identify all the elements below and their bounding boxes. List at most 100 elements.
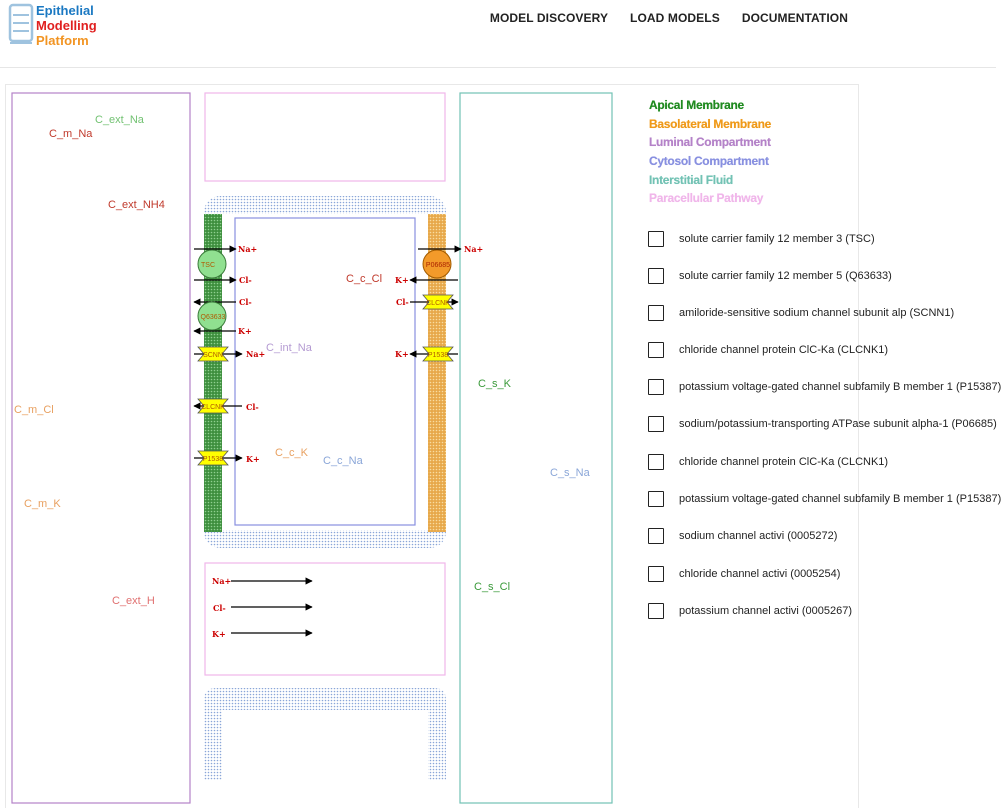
- transporter-p06685[interactable]: P06685: [422, 249, 452, 279]
- protein-label: sodium/potassium-transporting ATPase sub…: [679, 418, 997, 430]
- legend-apical-membrane: Apical Membrane: [649, 98, 744, 112]
- protein-checkbox[interactable]: [648, 416, 664, 432]
- var-c-m-k: C_m_K: [24, 498, 61, 510]
- protein-checkbox[interactable]: [648, 268, 664, 284]
- protein-row[interactable]: chloride channel protein ClC-Ka (CLCNK1): [648, 340, 888, 360]
- ion-label: Cl-: [396, 297, 409, 307]
- var-c-c-na: C_c_Na: [323, 455, 364, 467]
- logo-line-1: Epithelial: [36, 3, 94, 18]
- transporter-label: TSC: [201, 262, 215, 269]
- protein-checkbox[interactable]: [648, 491, 664, 507]
- ion-label: Na+: [464, 244, 483, 254]
- protein-checkbox[interactable]: [648, 231, 664, 247]
- protein-checkbox[interactable]: [648, 454, 664, 470]
- var-c-c-k: C_c_K: [275, 447, 309, 459]
- legend-luminal-compartment: Luminal Compartment: [649, 135, 771, 150]
- logo-line-2: Modelling: [36, 18, 97, 33]
- ion-label: K+: [395, 349, 409, 359]
- protein-row[interactable]: chloride channel activi (0005254): [648, 564, 840, 584]
- protein-row[interactable]: potassium voltage-gated channel subfamil…: [648, 377, 1001, 397]
- protein-checkbox[interactable]: [648, 566, 664, 582]
- interstitial-compartment: [459, 92, 613, 804]
- protein-row[interactable]: potassium channel activi (0005267): [648, 601, 852, 621]
- luminal-compartment: [11, 92, 191, 804]
- neighbour-cell: [204, 688, 446, 780]
- channel-label: SCNN: [203, 352, 223, 359]
- channel-label: CLCNK: [201, 404, 225, 411]
- protein-row[interactable]: amiloride-sensitive sodium channel subun…: [648, 303, 954, 323]
- protein-label: solute carrier family 12 member 3 (TSC): [679, 233, 875, 245]
- header: Epithelial Modelling Platform MODEL DISC…: [0, 0, 996, 68]
- transporter-q63633[interactable]: Q63633: [197, 301, 227, 331]
- channel-clcnk-apical[interactable]: CLCNK: [197, 398, 229, 414]
- transporter-tsc[interactable]: TSC: [197, 249, 227, 279]
- legend-cytosol-compartment: Cytosol Compartment: [649, 154, 769, 169]
- protein-label: potassium voltage-gated channel subfamil…: [679, 381, 1001, 393]
- protein-label: solute carrier family 12 member 5 (Q6363…: [679, 270, 892, 282]
- cytosol-background: [222, 214, 428, 530]
- channel-label: P1538: [428, 352, 448, 359]
- protein-checkbox[interactable]: [648, 379, 664, 395]
- var-c-s-cl: C_s_Cl: [474, 581, 510, 593]
- protein-row[interactable]: potassium voltage-gated channel subfamil…: [648, 489, 1001, 509]
- var-c-s-k: C_s_K: [478, 378, 512, 390]
- protein-label: amiloride-sensitive sodium channel subun…: [679, 307, 955, 319]
- protein-row[interactable]: sodium channel activi (0005272): [648, 526, 837, 546]
- ion-label: Na+: [212, 576, 231, 586]
- logo-line-3: Platform: [36, 33, 89, 48]
- var-c-c-cl: C_c_Cl: [346, 273, 382, 285]
- ion-label: Cl-: [239, 297, 252, 307]
- nav-documentation[interactable]: DOCUMENTATION: [741, 11, 848, 25]
- protein-row[interactable]: solute carrier family 12 member 5 (Q6363…: [648, 266, 892, 286]
- channel-label: P1538: [203, 456, 223, 463]
- basolateral-membrane: [428, 214, 446, 532]
- protein-checkbox[interactable]: [648, 528, 664, 544]
- main-panel: [5, 84, 859, 808]
- var-c-s-na: C_s_Na: [550, 467, 591, 479]
- ion-label: K+: [395, 275, 409, 285]
- ion-label: K+: [246, 454, 260, 464]
- paracellular-pathway-top: [204, 92, 446, 182]
- var-c-ext-h: C_ext_H: [112, 595, 155, 607]
- channel-p15387-basolateral[interactable]: P1538: [422, 346, 454, 362]
- protein-label: sodium channel activi (0005272): [679, 530, 838, 542]
- nav-model-discovery[interactable]: MODEL DISCOVERY: [489, 11, 609, 25]
- protein-label: chloride channel activi (0005254): [679, 568, 841, 580]
- protein-row[interactable]: sodium/potassium-transporting ATPase sub…: [648, 414, 997, 434]
- protein-checkbox[interactable]: [648, 342, 664, 358]
- logo-icon: [8, 3, 34, 44]
- channel-label: CLCNK: [426, 300, 450, 307]
- nav-menu: MODEL DISCOVERY LOAD MODELS DOCUMENTATIO…: [490, 11, 848, 25]
- protein-label: chloride channel protein ClC-Ka (CLCNK1): [679, 456, 889, 468]
- ion-label: Na+: [246, 349, 265, 359]
- protein-label: potassium channel activi (0005267): [679, 605, 853, 617]
- channel-clcnk-basolateral[interactable]: CLCNK: [422, 294, 454, 310]
- nav-load-models[interactable]: LOAD MODELS: [630, 11, 720, 25]
- var-c-m-cl: C_m_Cl: [14, 404, 54, 416]
- var-c-ext-na: C_ext_Na: [95, 114, 145, 126]
- transporter-label: Q63633: [201, 314, 226, 321]
- logo-text: Epithelial Modelling Platform: [36, 3, 97, 48]
- protein-checkbox[interactable]: [648, 305, 664, 321]
- protein-label: potassium voltage-gated channel subfamil…: [679, 493, 1001, 505]
- transporter-label: P06685: [426, 262, 450, 269]
- logo[interactable]: Epithelial Modelling Platform: [8, 3, 128, 48]
- var-c-int-na: C_int_Na: [266, 342, 313, 354]
- var-c-ext-nh4: C_ext_NH4: [108, 199, 165, 211]
- protein-label: chloride channel protein ClC-Ka (CLCNK1): [679, 344, 889, 356]
- protein-checkbox[interactable]: [648, 603, 664, 619]
- paracellular-pathway-bottom: [204, 562, 446, 676]
- legend-basolateral-membrane: Basolateral Membrane: [649, 116, 772, 131]
- legend-paracellular-pathway: Paracellular Pathway: [649, 191, 764, 206]
- channel-p15387-apical[interactable]: P1538: [197, 450, 229, 466]
- channel-scnn[interactable]: SCNN: [197, 346, 229, 362]
- protein-row[interactable]: solute carrier family 12 member 3 (TSC): [648, 229, 875, 249]
- protein-row[interactable]: chloride channel protein ClC-Ka (CLCNK1): [648, 452, 888, 472]
- var-c-m-na: C_m_Na: [49, 128, 93, 140]
- ion-label: K+: [212, 629, 226, 639]
- ion-label: Cl-: [246, 402, 259, 412]
- ion-label: Cl-: [239, 275, 252, 285]
- legend: Apical Membrane Basolateral Membrane Lum…: [649, 96, 771, 208]
- cytosol-compartment: [234, 217, 416, 526]
